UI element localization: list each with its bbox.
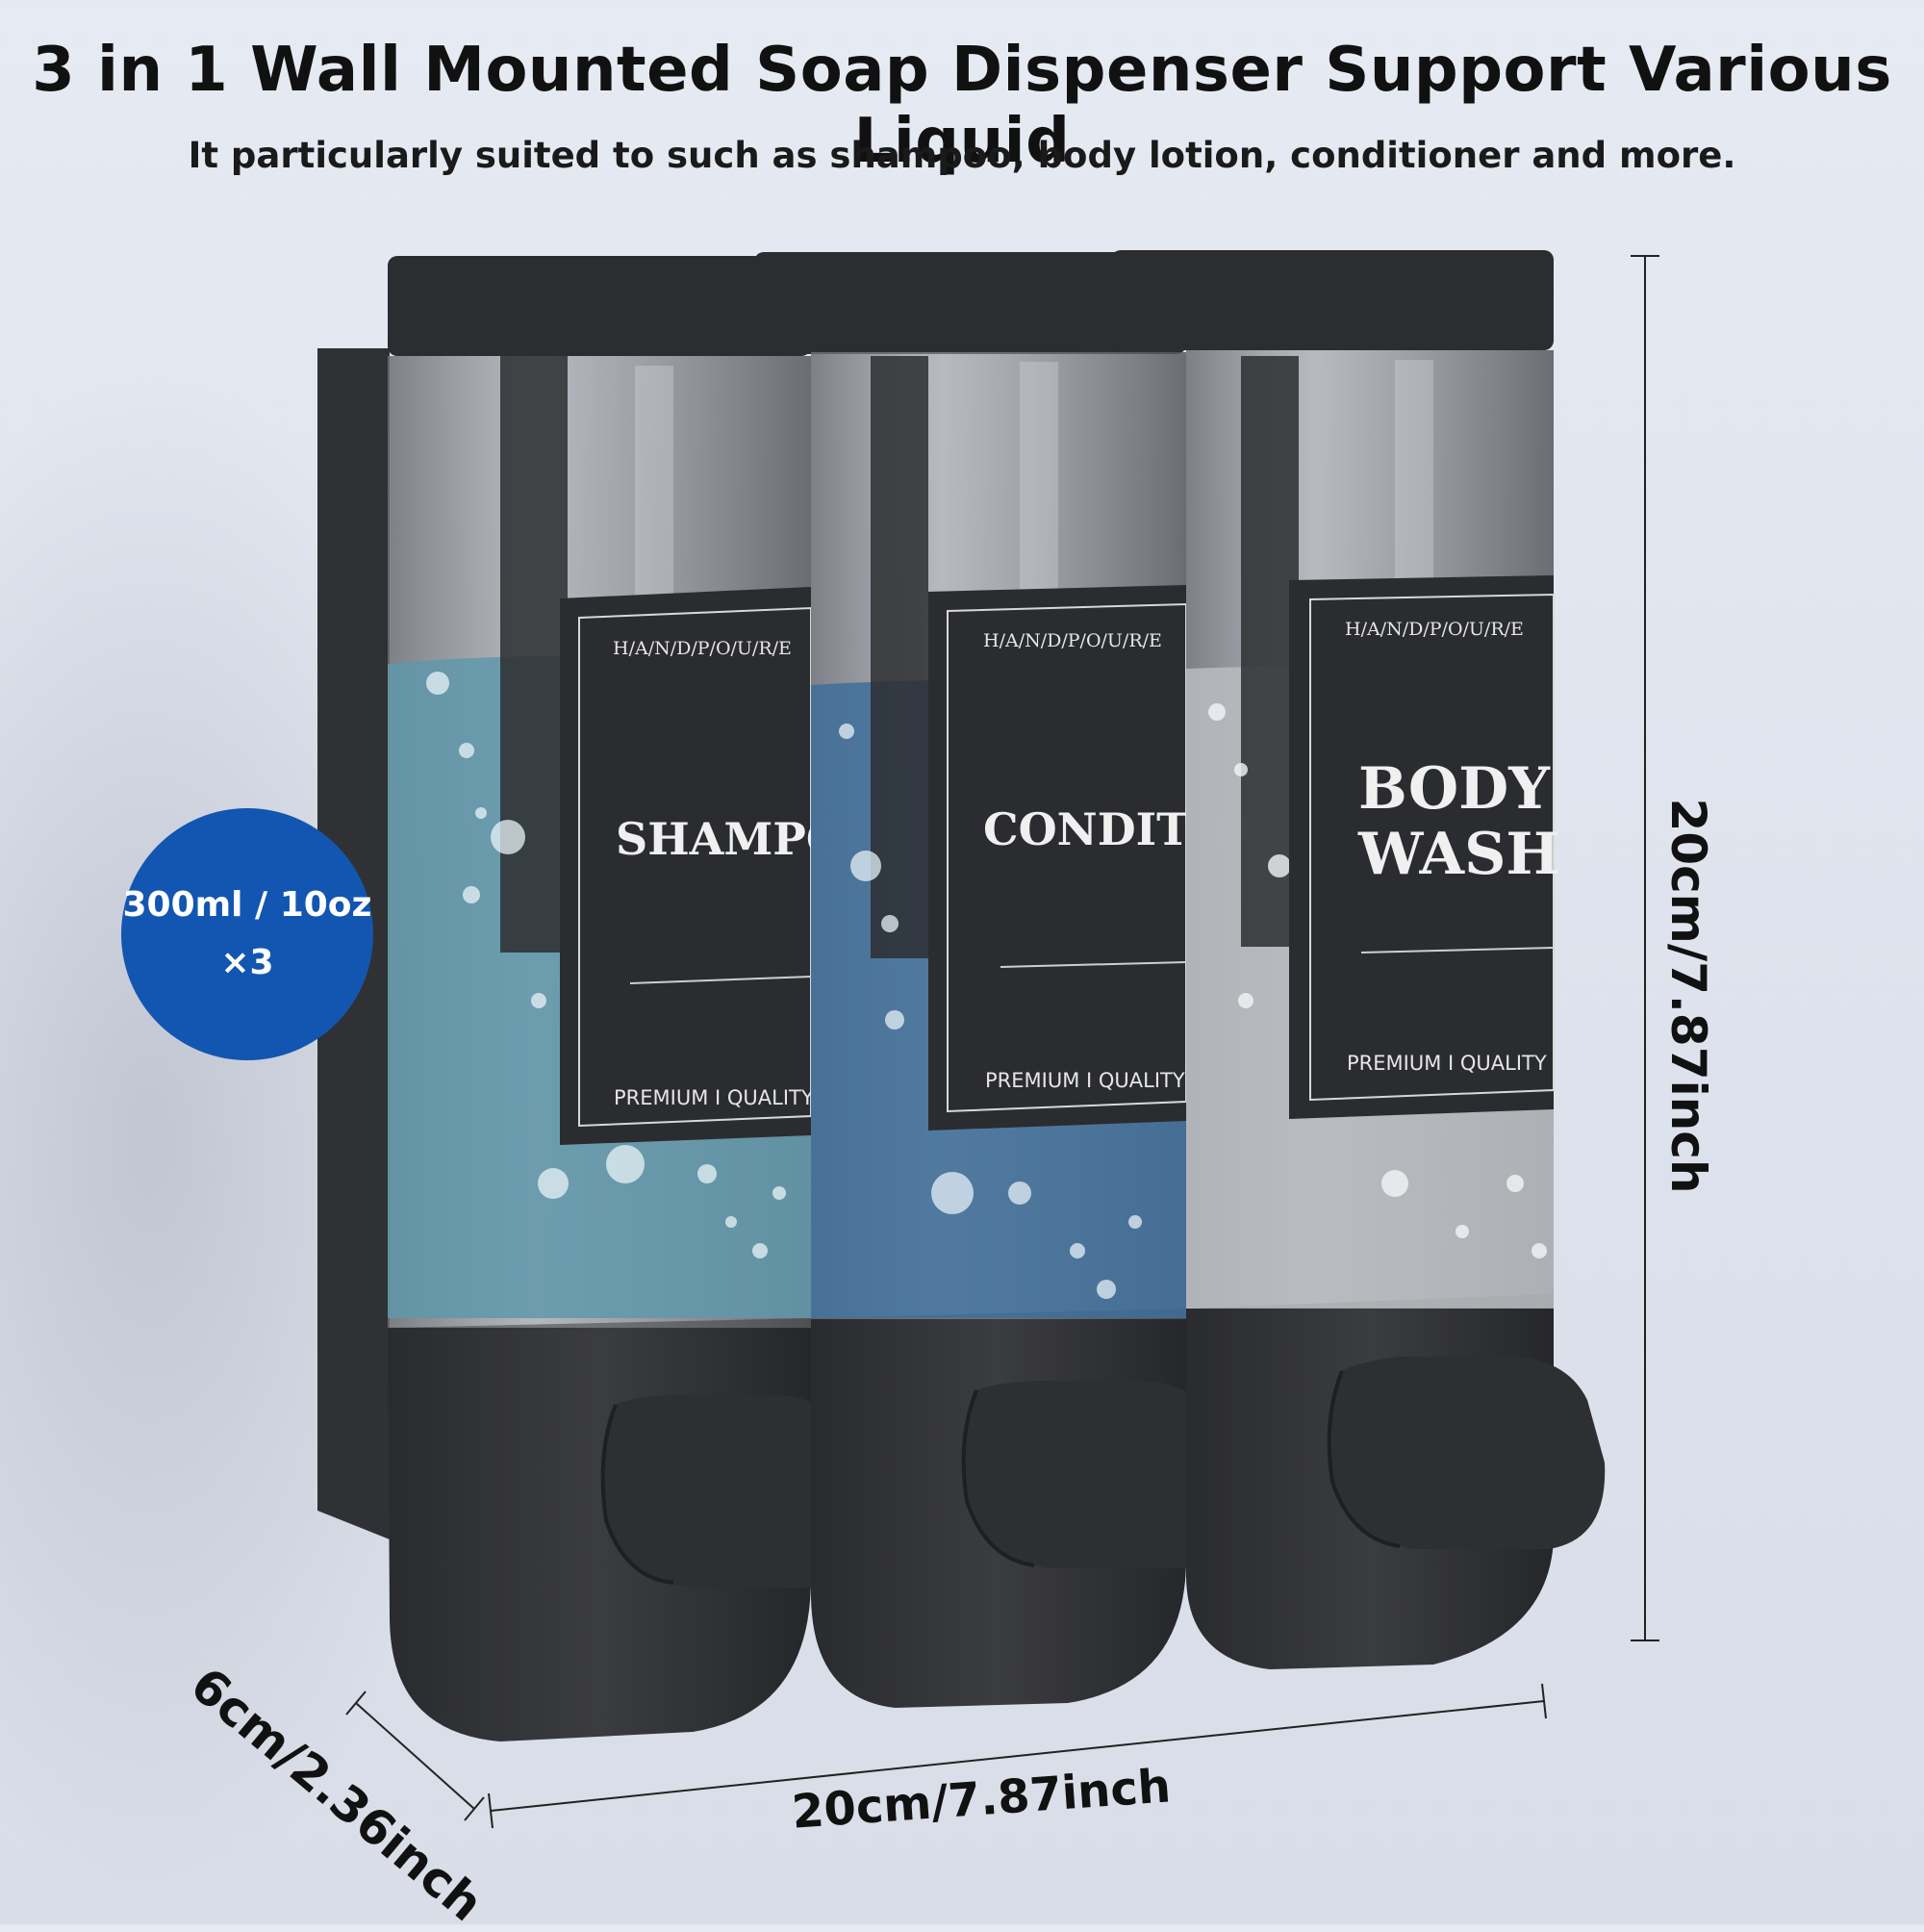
depth-dimension-line	[345, 1690, 485, 1821]
height-dimension-line	[1631, 255, 1659, 1641]
pump-button-body-wash[interactable]	[1327, 1357, 1606, 1549]
dispenser-shampoo: H/A/N/D/P/O/U/R/E SHAMPOO PREMIUM I QUAL…	[388, 256, 883, 1741]
subheadline: It particularly suited to such as shampo…	[188, 135, 1736, 176]
label-shampoo: H/A/N/D/P/O/U/R/E SHAMPOO PREMIUM I QUAL…	[560, 587, 883, 1145]
label-brand: H/A/N/D/P/O/U/R/E	[983, 630, 1162, 651]
label-footer: PREMIUM I QUALITY	[614, 1086, 814, 1109]
capacity-badge-quantity: ×3	[220, 943, 274, 982]
pump-button-shampoo[interactable]	[600, 1395, 867, 1588]
capacity-badge-volume: 300ml / 10oz	[122, 885, 372, 925]
label-product-name: BODY	[1358, 755, 1551, 823]
dispenser-conditioner: H/A/N/D/P/O/U/R/E CONDITIONER PREMIUM I …	[754, 252, 1360, 1708]
bubbles	[426, 672, 786, 1258]
pump-button-conditioner[interactable]	[961, 1381, 1232, 1568]
label-body-wash: H/A/N/D/P/O/U/R/E BODY WASH PREMIUM I QU…	[1289, 575, 1560, 1119]
headline: 3 in 1 Wall Mounted Soap Dispenser Suppo…	[32, 35, 1892, 177]
label-footer: PREMIUM I QUALITY	[985, 1069, 1185, 1092]
label-product-name-line2: WASH	[1357, 821, 1560, 888]
dispenser-body-wash: H/A/N/D/P/O/U/R/E BODY WASH PREMIUM I QU…	[1111, 250, 1606, 1669]
label-brand: H/A/N/D/P/O/U/R/E	[1345, 619, 1524, 640]
label-brand: H/A/N/D/P/O/U/R/E	[613, 638, 792, 659]
capacity-badge: 300ml / 10oz ×3	[121, 808, 373, 1060]
label-footer: PREMIUM I QUALITY	[1347, 1052, 1547, 1075]
width-dimension-line	[488, 1683, 1547, 1829]
height-dimension-label: 20cm/7.87inch	[1660, 798, 1716, 1194]
